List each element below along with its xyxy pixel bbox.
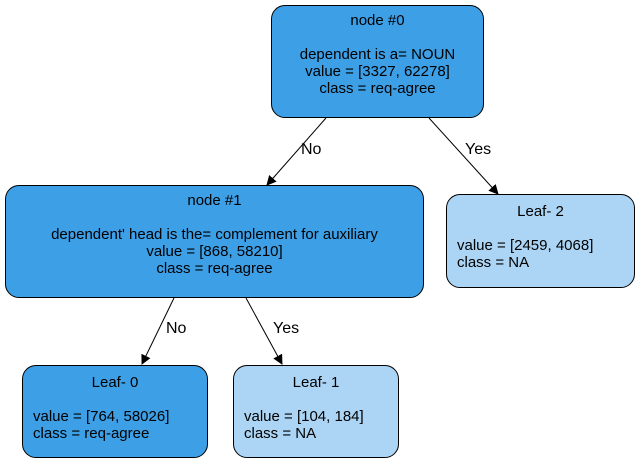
tree-leaf-0: Leaf- 0 value = [764, 58026] class = req… <box>22 365 208 458</box>
edge-node1-leaf1 <box>245 297 283 365</box>
edge-label-node1-yes: Yes <box>273 320 300 337</box>
tree-node-1: node #1 dependent' head is the= compleme… <box>5 185 424 298</box>
node-class: class = req-agree <box>156 260 273 277</box>
tree-node-0: node #0 dependent is a= NOUN value = [33… <box>271 5 484 118</box>
leaf-value: value = [764, 58026] <box>33 408 170 425</box>
node-value: value = [3327, 62278] <box>305 63 450 80</box>
leaf-class: class = NA <box>244 425 317 442</box>
tree-leaf-2: Leaf- 2 value = [2459, 4068] class = NA <box>446 194 635 288</box>
edge-label-node1-no: No <box>166 320 187 337</box>
leaf-title: Leaf- 1 <box>292 374 340 391</box>
edge-node0-node1 <box>266 117 327 186</box>
edge-node0-leaf2 <box>428 117 499 195</box>
leaf-title: Leaf- 2 <box>517 203 564 220</box>
node-spacer <box>457 220 624 237</box>
node-spacer <box>244 391 388 408</box>
edge-node1-leaf0 <box>141 297 175 365</box>
node-class: class = req-agree <box>319 80 436 97</box>
node-rule: dependent' head is the= complement for a… <box>51 226 378 243</box>
edge-label-node0-no: No <box>301 141 322 158</box>
node-value: value = [868, 58210] <box>146 243 283 260</box>
tree-leaf-1: Leaf- 1 value = [104, 184] class = NA <box>233 365 399 458</box>
edge-label-node0-yes: Yes <box>465 141 492 158</box>
leaf-title: Leaf- 0 <box>91 374 139 391</box>
leaf-class: class = req-agree <box>33 425 150 442</box>
node-spacer <box>272 29 483 46</box>
leaf-value: value = [2459, 4068] <box>457 237 594 254</box>
node-title: node #1 <box>187 192 242 209</box>
node-title: node #0 <box>350 12 405 29</box>
node-spacer <box>33 391 197 408</box>
node-rule: dependent is a= NOUN <box>299 46 456 63</box>
node-spacer <box>6 209 423 226</box>
leaf-value: value = [104, 184] <box>244 408 364 425</box>
leaf-class: class = NA <box>457 254 530 271</box>
